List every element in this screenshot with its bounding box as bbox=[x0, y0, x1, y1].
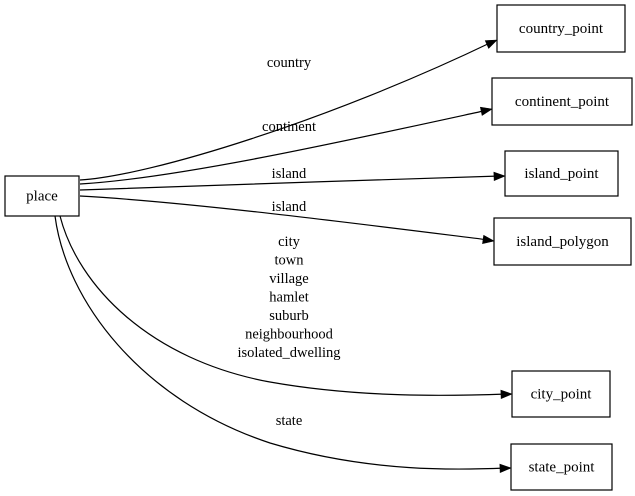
edge-place-to-state_point bbox=[54, 215, 512, 474]
edge-label-line: city bbox=[278, 234, 300, 250]
nodes-layer: place country_point continent_point island_… bbox=[4, 4, 633, 491]
arrowhead-icon bbox=[493, 171, 506, 182]
node-box[interactable] bbox=[491, 77, 633, 126]
edges-layer bbox=[54, 39, 513, 474]
edge-line bbox=[79, 175, 501, 191]
node-box[interactable] bbox=[504, 150, 619, 197]
node-box[interactable] bbox=[493, 217, 632, 266]
arrowhead-icon bbox=[499, 463, 512, 474]
node-label: continent_point bbox=[515, 94, 610, 110]
node-country_point[interactable]: country_point bbox=[496, 4, 626, 53]
edge-place-to-country_point bbox=[79, 39, 498, 181]
node-box[interactable] bbox=[496, 4, 626, 53]
edge-label-line: isolated_dwelling bbox=[237, 345, 340, 361]
edge-line bbox=[79, 109, 489, 185]
node-label: city_point bbox=[531, 386, 593, 402]
edge-place-to-island_polygon bbox=[79, 195, 495, 245]
edge-label-line: state bbox=[276, 413, 303, 429]
edge-labels-layer: country continent island island city town vill… bbox=[237, 55, 340, 429]
edge-label-line: country bbox=[267, 55, 312, 71]
arrowhead-icon bbox=[500, 389, 513, 400]
node-label: island_point bbox=[524, 166, 599, 182]
edge-line bbox=[79, 195, 490, 241]
node-island_point[interactable]: island_point bbox=[504, 150, 619, 197]
edge-line bbox=[59, 215, 508, 396]
edge-label-island-point: island bbox=[272, 166, 307, 182]
edge-label-line: town bbox=[275, 253, 305, 269]
edge-label-line: island bbox=[272, 166, 307, 182]
edge-label-island-polygon: island bbox=[272, 199, 307, 215]
edge-label-line: village bbox=[269, 271, 308, 287]
edge-line bbox=[54, 215, 507, 470]
node-label: place bbox=[26, 188, 58, 204]
edge-place-to-continent_point bbox=[79, 106, 493, 185]
node-place[interactable]: place bbox=[4, 175, 80, 217]
node-label: state_point bbox=[529, 459, 596, 475]
node-city_point[interactable]: city_point bbox=[511, 370, 611, 418]
edge-label-city-point: city town village hamlet suburb neighbourhood… bbox=[237, 234, 340, 361]
edge-label-continent: continent bbox=[262, 119, 316, 135]
arrowhead-icon bbox=[484, 39, 498, 49]
node-continent_point[interactable]: continent_point bbox=[491, 77, 633, 126]
node-box[interactable] bbox=[511, 370, 611, 418]
edge-label-line: neighbourhood bbox=[245, 327, 334, 343]
edge-label-line: hamlet bbox=[269, 290, 308, 306]
arrowhead-icon bbox=[479, 106, 493, 116]
node-box[interactable] bbox=[4, 175, 80, 217]
edge-label-country: country bbox=[267, 55, 312, 71]
edge-label-state-point: state bbox=[276, 413, 303, 429]
edge-line bbox=[79, 41, 493, 181]
edge-label-line: island bbox=[272, 199, 307, 215]
node-state_point[interactable]: state_point bbox=[510, 443, 613, 491]
node-label: country_point bbox=[519, 21, 604, 37]
edge-place-to-city_point bbox=[59, 215, 513, 400]
node-box[interactable] bbox=[510, 443, 613, 491]
edge-label-line: suburb bbox=[269, 308, 308, 324]
node-island_polygon[interactable]: island_polygon bbox=[493, 217, 632, 266]
edge-label-line: continent bbox=[262, 119, 316, 135]
edge-place-to-island_point bbox=[79, 171, 506, 191]
arrowhead-icon bbox=[482, 234, 495, 245]
node-label: island_polygon bbox=[516, 234, 609, 250]
